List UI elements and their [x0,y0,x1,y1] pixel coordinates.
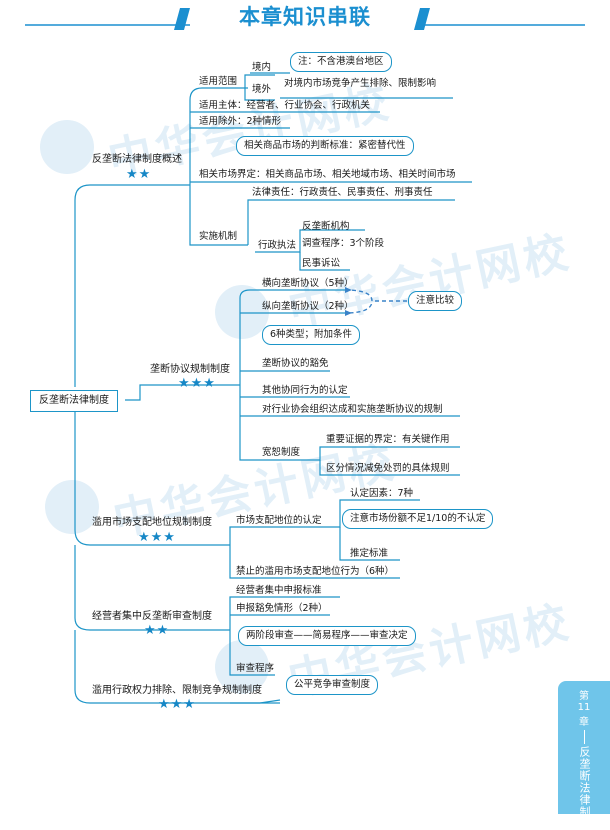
concentration-label: 经营者集中反垄断审查制度 [92,611,212,622]
two-stage-box: 两阶段审查——简易程序——审查决定 [238,626,416,646]
filing-exemption: 申报豁免情形（2种） [236,603,328,614]
scope-domestic: 境内 [252,62,272,73]
compare-note: 注意比较 [416,295,455,306]
root-label: 反垄断法律制度 [39,395,109,406]
concerted-action: 其他协同行为的认定 [262,385,348,396]
agreements-stars: ★★★ [178,376,216,391]
administrative-label: 滥用行政权力排除、限制竞争规制制度 [92,685,262,696]
scope-foreign: 境外 [252,84,272,95]
evidence-definition: 重要证据的界定：有关键作用 [326,434,450,445]
review-procedure: 审查程序 [236,663,275,674]
chapter-suffix: 章 [579,717,589,728]
fair-competition-review: 公平竞争审查制度 [294,679,371,690]
domestic-note-box: 注：不含港澳台地区 [290,52,392,72]
agreement-exemption: 垄断协议的豁免 [262,358,329,369]
market-definition: 相关市场界定：相关商品市场、相关地域市场、相关时间市场 [199,169,456,180]
dominance-recognition: 市场支配地位的认定 [236,515,322,526]
recognition-factors: 认定因素：7种 [350,488,414,499]
chapter-number: 11 [577,702,591,713]
share-note-box: 注意市场份额不足1/10的不认定 [342,509,494,529]
subjects: 适用主体：经营者、行业协会、行政机关 [199,100,371,111]
association-regulation: 对行业协会组织达成和实施垄断协议的规制 [262,404,443,415]
civil-litigation: 民事诉讼 [302,258,341,269]
dominance-stars: ★★★ [138,530,176,545]
compare-note-box: 注意比较 [408,291,463,311]
investigation-procedure: 调查程序：3个阶段 [302,238,385,249]
horizontal-agreement: 横向垄断协议（5种） [262,278,354,289]
overview-stars: ★★ [126,167,152,182]
watermark-logo-icon [215,640,269,694]
root-node: 反垄断法律制度 [30,390,118,412]
administrative-stars: ★★★ [158,697,196,712]
agreement-types: 6种类型；附加条件 [270,329,353,340]
overview-label: 反垄断法律制度概述 [92,154,182,165]
filing-standard: 经营者集中申报标准 [236,585,322,596]
concentration-stars: ★★ [144,623,170,638]
chapter-prefix: 第 [579,691,589,702]
scope-label: 适用范围 [199,76,238,87]
header-banner: 本章知识串联 [0,0,610,36]
header-decoration [25,8,585,30]
two-stage-review: 两阶段审查——简易程序——审查决定 [246,630,408,641]
enforcement-label: 实施机制 [199,231,238,242]
foreign-note: 对境内市场竞争产生排除、限制影响 [284,78,437,89]
prohibited-abuse: 禁止的滥用市场支配地位行为（6种） [236,566,395,577]
chapter-name: 反垄断法律制度 [578,746,591,830]
share-note: 注意市场份额不足1/10的不认定 [350,513,486,524]
watermark-logo-icon [40,120,94,174]
admin-enforcement: 行政执法 [258,240,297,251]
watermark-logo-icon [45,480,99,534]
market-criterion: 相关商品市场的判断标准：紧密替代性 [244,140,406,151]
watermark-logo-icon [215,285,269,339]
presumption-standard: 推定标准 [350,548,389,559]
tab-divider [583,730,585,744]
agreements-label: 垄断协议规制制度 [150,364,230,375]
penalty-rules: 区分情况减免处罚的具体规则 [326,463,450,474]
vertical-agreement: 纵向垄断协议（2种） [262,301,354,312]
types-box: 6种类型；附加条件 [262,325,361,345]
market-criterion-box: 相关商品市场的判断标准：紧密替代性 [236,136,414,156]
leniency-label: 宽恕制度 [262,447,301,458]
chapter-side-tab: 第 11 章 反垄断法律制度 [558,681,610,830]
antitrust-agency: 反垄断机构 [302,221,350,232]
legal-liability: 法律责任：行政责任、民事责任、刑事责任 [252,187,433,198]
exclusion: 适用除外：2种情形 [199,116,282,127]
domestic-note: 注：不含港澳台地区 [298,56,384,67]
fair-review-box: 公平竞争审查制度 [286,675,379,695]
dominance-label: 滥用市场支配地位规制制度 [92,517,212,528]
page-title: 本章知识串联 [239,5,371,29]
